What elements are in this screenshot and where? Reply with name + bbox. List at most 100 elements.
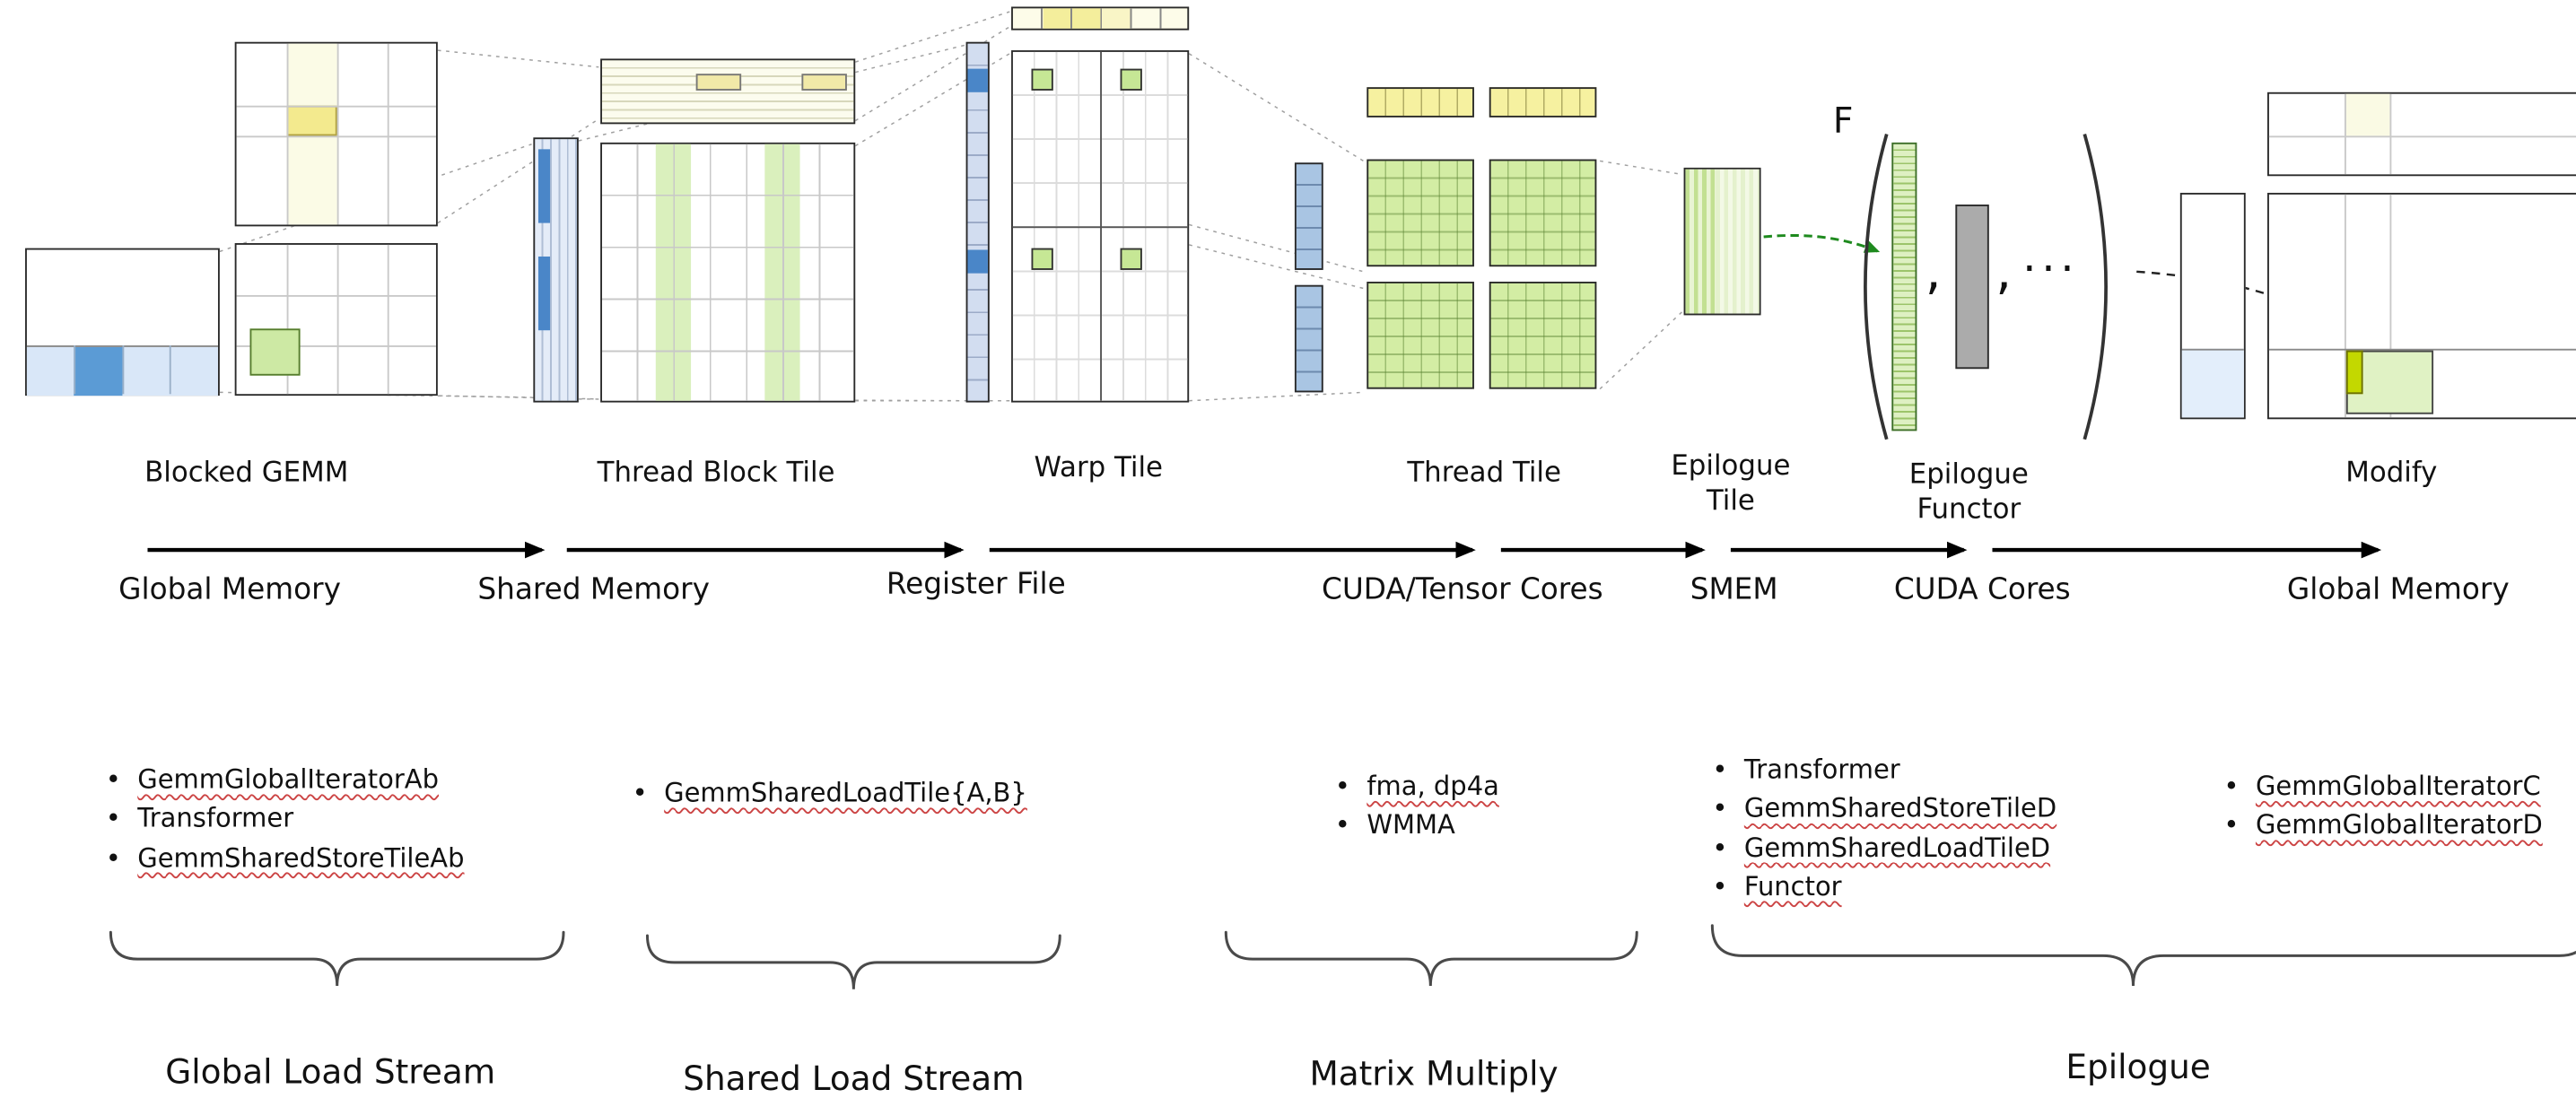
grid-line: [169, 345, 171, 395]
grid-line: [387, 43, 389, 225]
threadblock-b-strip: [600, 58, 856, 125]
quadrant-line: [1012, 226, 1188, 229]
grid-line: [387, 244, 389, 395]
modify-top-matrix: [2267, 92, 2576, 177]
functor-operand-column: [1955, 205, 1989, 370]
grid-line: [2345, 194, 2346, 418]
row-highlight: [2181, 348, 2244, 418]
grid-line: [122, 345, 125, 395]
list-item: fma, dp4a: [1330, 768, 1499, 807]
grid-line: [2268, 135, 2576, 138]
grid: [1490, 89, 1595, 116]
b-fragment-highlight: [695, 74, 742, 91]
thread-c-tile: [1489, 282, 1597, 389]
thread-tile-label: Thread Tile: [1407, 456, 1561, 488]
a-fragment-highlight: [537, 256, 551, 331]
list-item: Transformer: [100, 800, 464, 840]
grid-line: [26, 345, 218, 347]
grid-line: [286, 244, 289, 395]
a-fragment-highlight: [537, 149, 551, 223]
list-item-text: GemmGlobalIteratorAb: [137, 764, 440, 795]
grid: [1893, 144, 1916, 430]
thread-block-tile-label: Thread Block Tile: [597, 456, 835, 488]
brace-shared-load-stream: [645, 934, 1061, 989]
grid: [1490, 161, 1595, 266]
grid-line: [2181, 348, 2244, 351]
grid: [1368, 283, 1473, 388]
modify-label: Modify: [2345, 456, 2438, 488]
grid-line: [236, 294, 436, 297]
grid: [1490, 283, 1595, 388]
list-item-text: GemmGlobalIteratorC: [2255, 771, 2541, 802]
grid: [1368, 161, 1473, 266]
matrix-multiply-component-list: fma, dp4a WMMA: [1330, 768, 1499, 846]
functor-comma: ,: [1995, 243, 2013, 302]
grid-line: [336, 244, 339, 395]
epilogue-pipeline-component-list: Transformer GemmSharedStoreTileD GemmSha…: [1707, 751, 2056, 907]
stream-label-global-load: Global Load Stream: [165, 1050, 496, 1092]
thread-cell-highlight: [1120, 68, 1142, 91]
b-cell-highlight: [1042, 8, 1103, 29]
list-item: WMMA: [1330, 807, 1499, 847]
list-item: GemmSharedLoadTileD: [1707, 829, 2056, 868]
b-fragment-highlight: [801, 74, 847, 91]
brace-global-load-stream: [109, 930, 565, 987]
c-column-highlight: [764, 144, 800, 401]
grid-line: [236, 135, 436, 138]
epilogue-tile: [1683, 167, 1761, 316]
braces: [109, 924, 2576, 989]
grid-line: [2345, 93, 2346, 175]
grid-line: [236, 105, 436, 108]
a-cell-highlight: [967, 249, 988, 274]
list-item-text: GemmSharedLoadTile{A,B}: [664, 778, 1027, 808]
functor-ellipsis: ···: [2022, 244, 2080, 295]
grid-line: [286, 43, 289, 225]
list-item: Functor: [1707, 868, 2056, 908]
grid: [602, 144, 854, 401]
grid: [1368, 89, 1473, 116]
functor-f-symbol: F: [1832, 100, 1854, 142]
list-item: GemmSharedStoreTileAb: [100, 839, 465, 878]
epilogue-functor-label-line1: Epilogue: [1908, 458, 2029, 490]
thread-cell-highlight: [1031, 68, 1053, 91]
memory-label-cuda-tensor-cores: CUDA/Tensor Cores: [1321, 573, 1603, 607]
warp-c-matrix: [1011, 50, 1190, 403]
modify-main-matrix: [2267, 192, 2576, 420]
grid-line: [2268, 348, 2576, 351]
brace-matrix-multiply: [1224, 930, 1638, 987]
warp-b-strip: [1011, 6, 1190, 30]
stream-label-epilogue: Epilogue: [2065, 1046, 2211, 1087]
memory-label-shared-memory: Shared Memory: [477, 573, 710, 607]
a-block-highlight: [74, 346, 123, 396]
thread-c-tile: [1367, 282, 1474, 389]
memory-label-cuda-cores: CUDA Cores: [1893, 573, 2071, 607]
list-item-text: GemmSharedStoreTileD: [1743, 793, 2057, 824]
blocked-gemm-label: Blocked GEMM: [144, 456, 349, 488]
list-item-text: GemmSharedLoadTileD: [1743, 832, 2051, 863]
c-column-highlight: [655, 144, 692, 401]
epilogue-tile-label: Epilogue Tile: [1671, 448, 1790, 519]
list-item-text: WMMA: [1367, 810, 1455, 841]
grid: [1296, 164, 1322, 269]
list-item: GemmGlobalIteratorAb: [100, 762, 464, 801]
list-item-text: fma, dp4a: [1367, 771, 1499, 802]
grid-line: [74, 345, 76, 395]
thread-c-tile: [1367, 159, 1474, 267]
b-cell-highlight: [1102, 8, 1132, 29]
shared-load-component-list: GemmSharedLoadTile{A,B}: [627, 775, 1027, 815]
epilogue-functor-label: Epilogue Functor: [1909, 456, 2029, 527]
list-item-text: Transformer: [137, 803, 294, 834]
modify-left-strip: [2179, 192, 2246, 420]
thread-cell-highlight: [1031, 248, 1053, 270]
grid-line: [236, 345, 436, 347]
epilogue-tile-columns: [1716, 169, 1760, 314]
memory-label-smem: SMEM: [1690, 573, 1778, 607]
modified-fragment-highlight: [2345, 350, 2363, 395]
thread-b-strip: [1489, 87, 1597, 118]
list-item: GemmGlobalIteratorD: [2219, 807, 2542, 847]
grid-line: [2389, 194, 2392, 418]
threadblock-c-matrix: [600, 142, 856, 403]
grid: [967, 43, 988, 401]
epilogue-global-component-list: GemmGlobalIteratorC GemmGlobalIteratorD: [2219, 768, 2542, 847]
epilogue-tile-label-line1: Epilogue: [1671, 449, 1791, 482]
